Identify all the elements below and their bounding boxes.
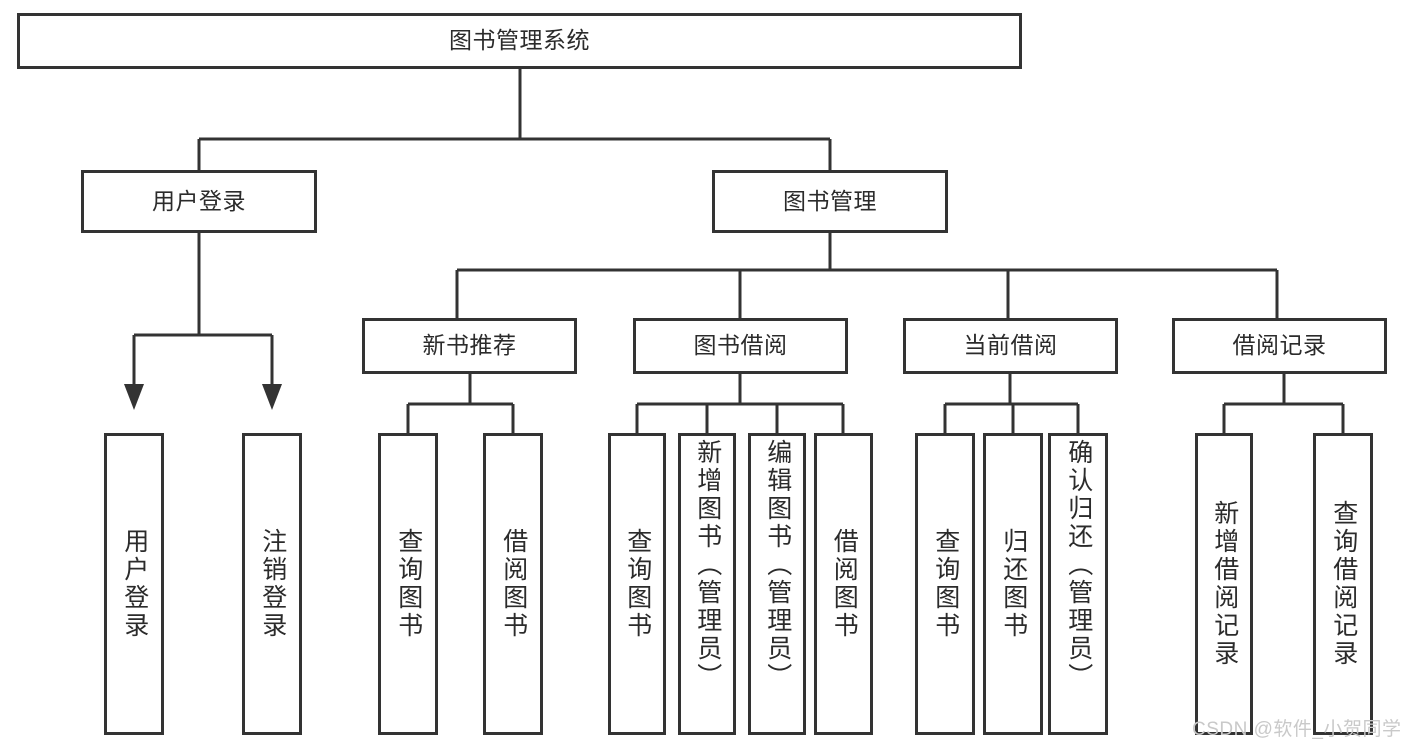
node-box-leaf-borrow-book-1[interactable]	[483, 433, 543, 735]
node-box-leaf-add-book-admin[interactable]	[678, 433, 736, 735]
node-box-leaf-edit-book-admin[interactable]	[748, 433, 806, 735]
arrow-head-user-login-1	[262, 384, 282, 410]
arrow-head-user-login-0	[124, 384, 144, 410]
node-box-leaf-query-book-1[interactable]	[378, 433, 438, 735]
node-box-current-borrow[interactable]	[903, 318, 1118, 374]
node-box-leaf-query-book-3[interactable]	[915, 433, 975, 735]
connector-layer	[124, 69, 1353, 479]
node-box-leaf-user-logout[interactable]	[242, 433, 302, 735]
node-box-leaf-query-borrow-record[interactable]	[1313, 433, 1373, 735]
node-box-leaf-borrow-book-2[interactable]	[814, 433, 873, 735]
node-box-leaf-confirm-return-admin[interactable]	[1048, 433, 1108, 735]
node-box-new-book-recommend[interactable]	[362, 318, 577, 374]
node-box-leaf-user-login[interactable]	[104, 433, 164, 735]
node-box-root[interactable]	[17, 13, 1022, 69]
node-box-user-login[interactable]	[81, 170, 317, 233]
csdn-watermark: CSDN @软件_小贺同学	[1192, 719, 1402, 740]
node-box-leaf-add-borrow-record[interactable]	[1195, 433, 1253, 735]
node-box-leaf-query-book-2[interactable]	[608, 433, 666, 735]
node-box-book-borrow[interactable]	[633, 318, 848, 374]
node-box-leaf-return-book[interactable]	[983, 433, 1043, 735]
node-box-book-manage[interactable]	[712, 170, 948, 233]
node-box-borrow-record[interactable]	[1172, 318, 1387, 374]
